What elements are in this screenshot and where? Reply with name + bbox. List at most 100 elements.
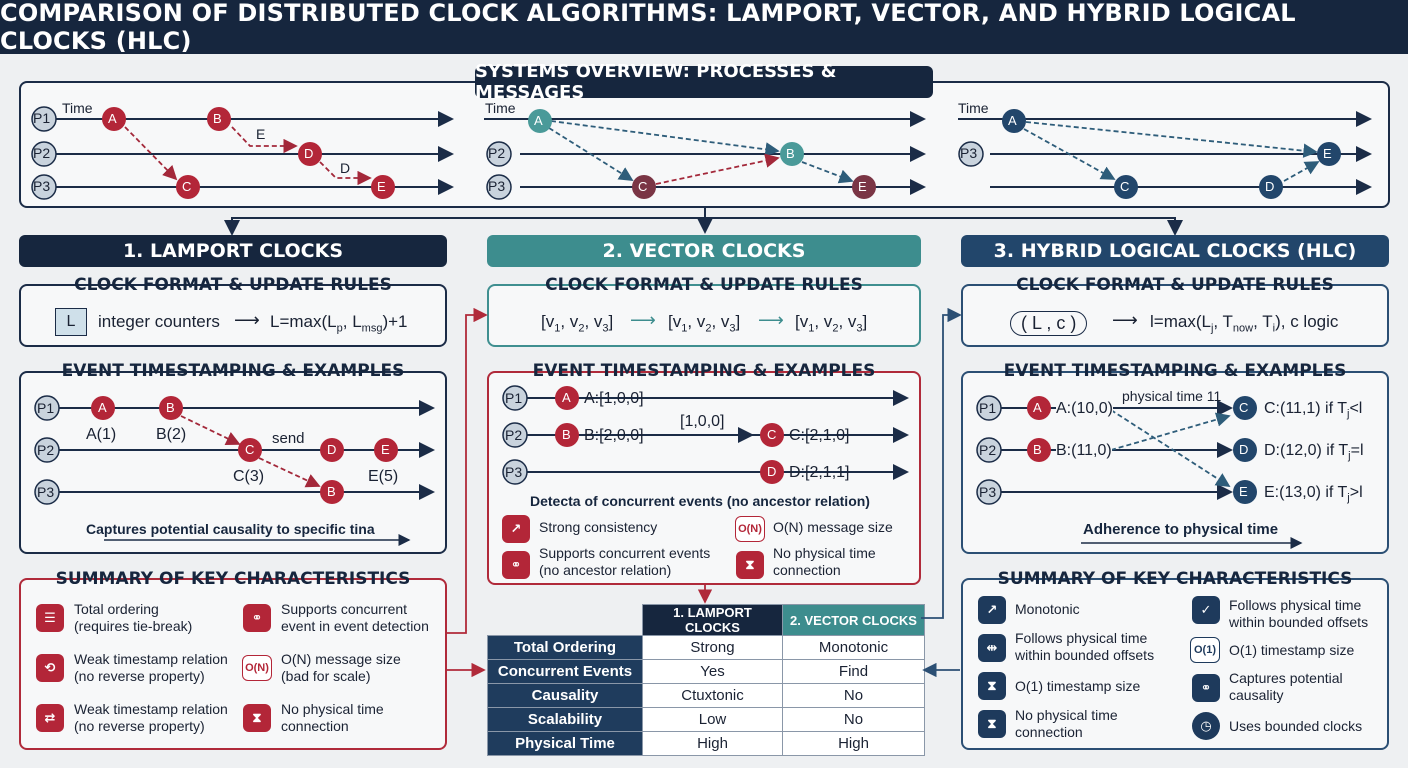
hlc-label-a: A:(10,0) [1056,400,1113,418]
lamport-format-arrow: ⟶ [234,310,260,330]
hlc-summary-title: SUMMARY OF KEY CHARACTERISTICS [997,569,1353,589]
lamport-ev-e: E [381,442,390,457]
p3-label: P3 [33,178,51,194]
hlc-header: 3. HYBRID LOGICAL CLOCKS (HLC) [961,235,1389,267]
history-icon: ⟲ [36,654,64,682]
swap-icon: ⇄ [36,704,64,732]
p2-label-2: P2 [488,145,506,161]
hourglass-icon-4: ⧗ [978,710,1006,738]
event-e: E [377,179,386,194]
event-b: B [213,111,222,126]
event-b-2: B [786,146,795,161]
lamport-label-a: A(1) [86,426,117,443]
hourglass-icon-2: ⧗ [736,551,764,579]
lamport-summary-0: Total ordering (requires tie-break) [74,601,193,634]
hlc-events-title: EVENT TIMESTAMPING & EXAMPLES [1003,361,1347,381]
event-a-2: A [534,113,543,128]
list-icon: ☰ [36,604,64,632]
lamport-summary-2: Weak timestamp relation (no reverse prop… [74,651,228,684]
event-a-3: A [1008,113,1017,128]
hlc-format-arrow: ⟶ [1112,310,1138,330]
hlc-summary-panel [961,578,1389,750]
event-d-3: D [1265,179,1275,194]
hlc-label-d: D:(12,0) if Tj=l [1264,442,1364,463]
lamport-p3: P3 [37,484,55,500]
overview-header: SYSTEMS OVERVIEW: PROCESSES & MESSAGES [475,61,933,103]
hlc-note: Adherence to physical time [1083,521,1279,538]
lamport-summary-panel [19,578,447,750]
lamport-note: Captures potential causality to specific… [86,521,375,537]
vector-format-2: [v1, v2, v3] [668,312,741,335]
clock-icon: ◷ [1192,712,1220,740]
hlc-summary-0: Monotonic [1015,601,1080,617]
lamport-events-diagram [34,395,435,546]
lamport-label-send: send [272,430,305,447]
hlc-summary-4: O(1) timestamp size [1015,678,1141,694]
hlc-label-e: E:(13,0) if Tj>l [1264,484,1363,505]
hlc-label-b: B:(11,0) [1056,442,1112,460]
vector-p2: P2 [505,427,523,443]
p1-label: P1 [33,110,51,126]
vector-label-d: D:[2,1,1] [789,464,850,481]
lamport-summary-1: Supports concurrent event in event detec… [281,601,429,634]
vector-format-1: [v1, v2, v3] [541,312,614,335]
trend-icon-2: ↗ [978,596,1006,624]
on-icon-2: O(N) [735,516,765,542]
vector-format-arrow-1: ⟶ [630,310,656,330]
lamport-label-e: E(5) [368,468,399,485]
lamport-ev-b2: B [327,484,336,499]
vector-ev-c: C [767,427,777,442]
hlc-format-tuple: ( L , c ) [1010,311,1088,336]
lamport-ev-d: D [327,442,337,457]
lamport-ev-c: C [245,442,255,457]
table-col-lamport: 1. LAMPORT CLOCKS [642,604,783,636]
vector-label-a: A:[1,0,0] [584,390,644,407]
hlc-ev-a: A [1033,400,1042,415]
hlc-ev-b: B [1033,442,1042,457]
hourglass-icon-3: ⧗ [978,672,1006,700]
vector-p1: P1 [505,390,523,406]
vector-label-b: B:[2,0,0] [584,427,644,444]
hlc-summary-7: Uses bounded clocks [1229,718,1363,734]
vector-p3: P3 [505,464,523,480]
vector-events-diagram [502,385,909,485]
lamport-format-box-label: L [66,313,76,330]
hlc-p2: P2 [979,442,997,458]
hlc-p3: P3 [979,484,997,500]
trend-icon: ↗ [502,515,530,543]
lamport-format-text: integer counters [98,312,220,331]
vector-format-title: CLOCK FORMAT & UPDATE RULES [545,275,863,295]
lamport-label-b: B(2) [156,426,187,443]
check-icon: ✓ [1192,596,1220,624]
vector-feature-2: Supports concurrent events (no ancestor … [539,545,711,578]
vector-format-arrow-2: ⟶ [758,310,784,330]
share-icon: ⚭ [243,604,271,632]
vector-ev-b: B [562,427,571,442]
hourglass-icon: ⧗ [243,704,271,732]
vector-format-3: [v1, v2, v3] [795,312,868,335]
lamport-events-panel [19,371,447,554]
comparison-table-grid: 1. LAMPORT CLOCKS 2. VECTOR CLOCKS Total… [487,604,925,756]
vector-note: Detecta of concurrent events (no ancesto… [530,493,870,509]
share-icon-2: ⚭ [502,551,530,579]
overview-diagram-2 [484,109,926,200]
msg-d-label: D [340,160,351,176]
hlc-format-title: CLOCK FORMAT & UPDATE RULES [1016,275,1334,295]
hlc-summary-2: Follows physical time within bounded off… [1015,630,1155,663]
lamport-format-rule: L=max(Lp, Lmsg)+1 [270,312,408,335]
event-e-3: E [1323,146,1332,161]
hlc-format-panel [961,284,1389,347]
hlc-summary-1: Follows physical time within bounded off… [1229,597,1369,630]
p2-label: P2 [33,145,51,161]
event-a: A [108,111,117,126]
on-icon: O(N) [242,655,272,681]
lamport-ev-a: A [98,400,107,415]
time-label-3: Time [958,100,989,116]
hlc-events-diagram [976,395,1303,549]
lamport-p1: P1 [37,400,55,416]
hlc-ev-c: C [1239,400,1249,415]
hlc-summary-3: O(1) timestamp size [1229,642,1355,658]
hlc-ev-d: D [1239,442,1249,457]
